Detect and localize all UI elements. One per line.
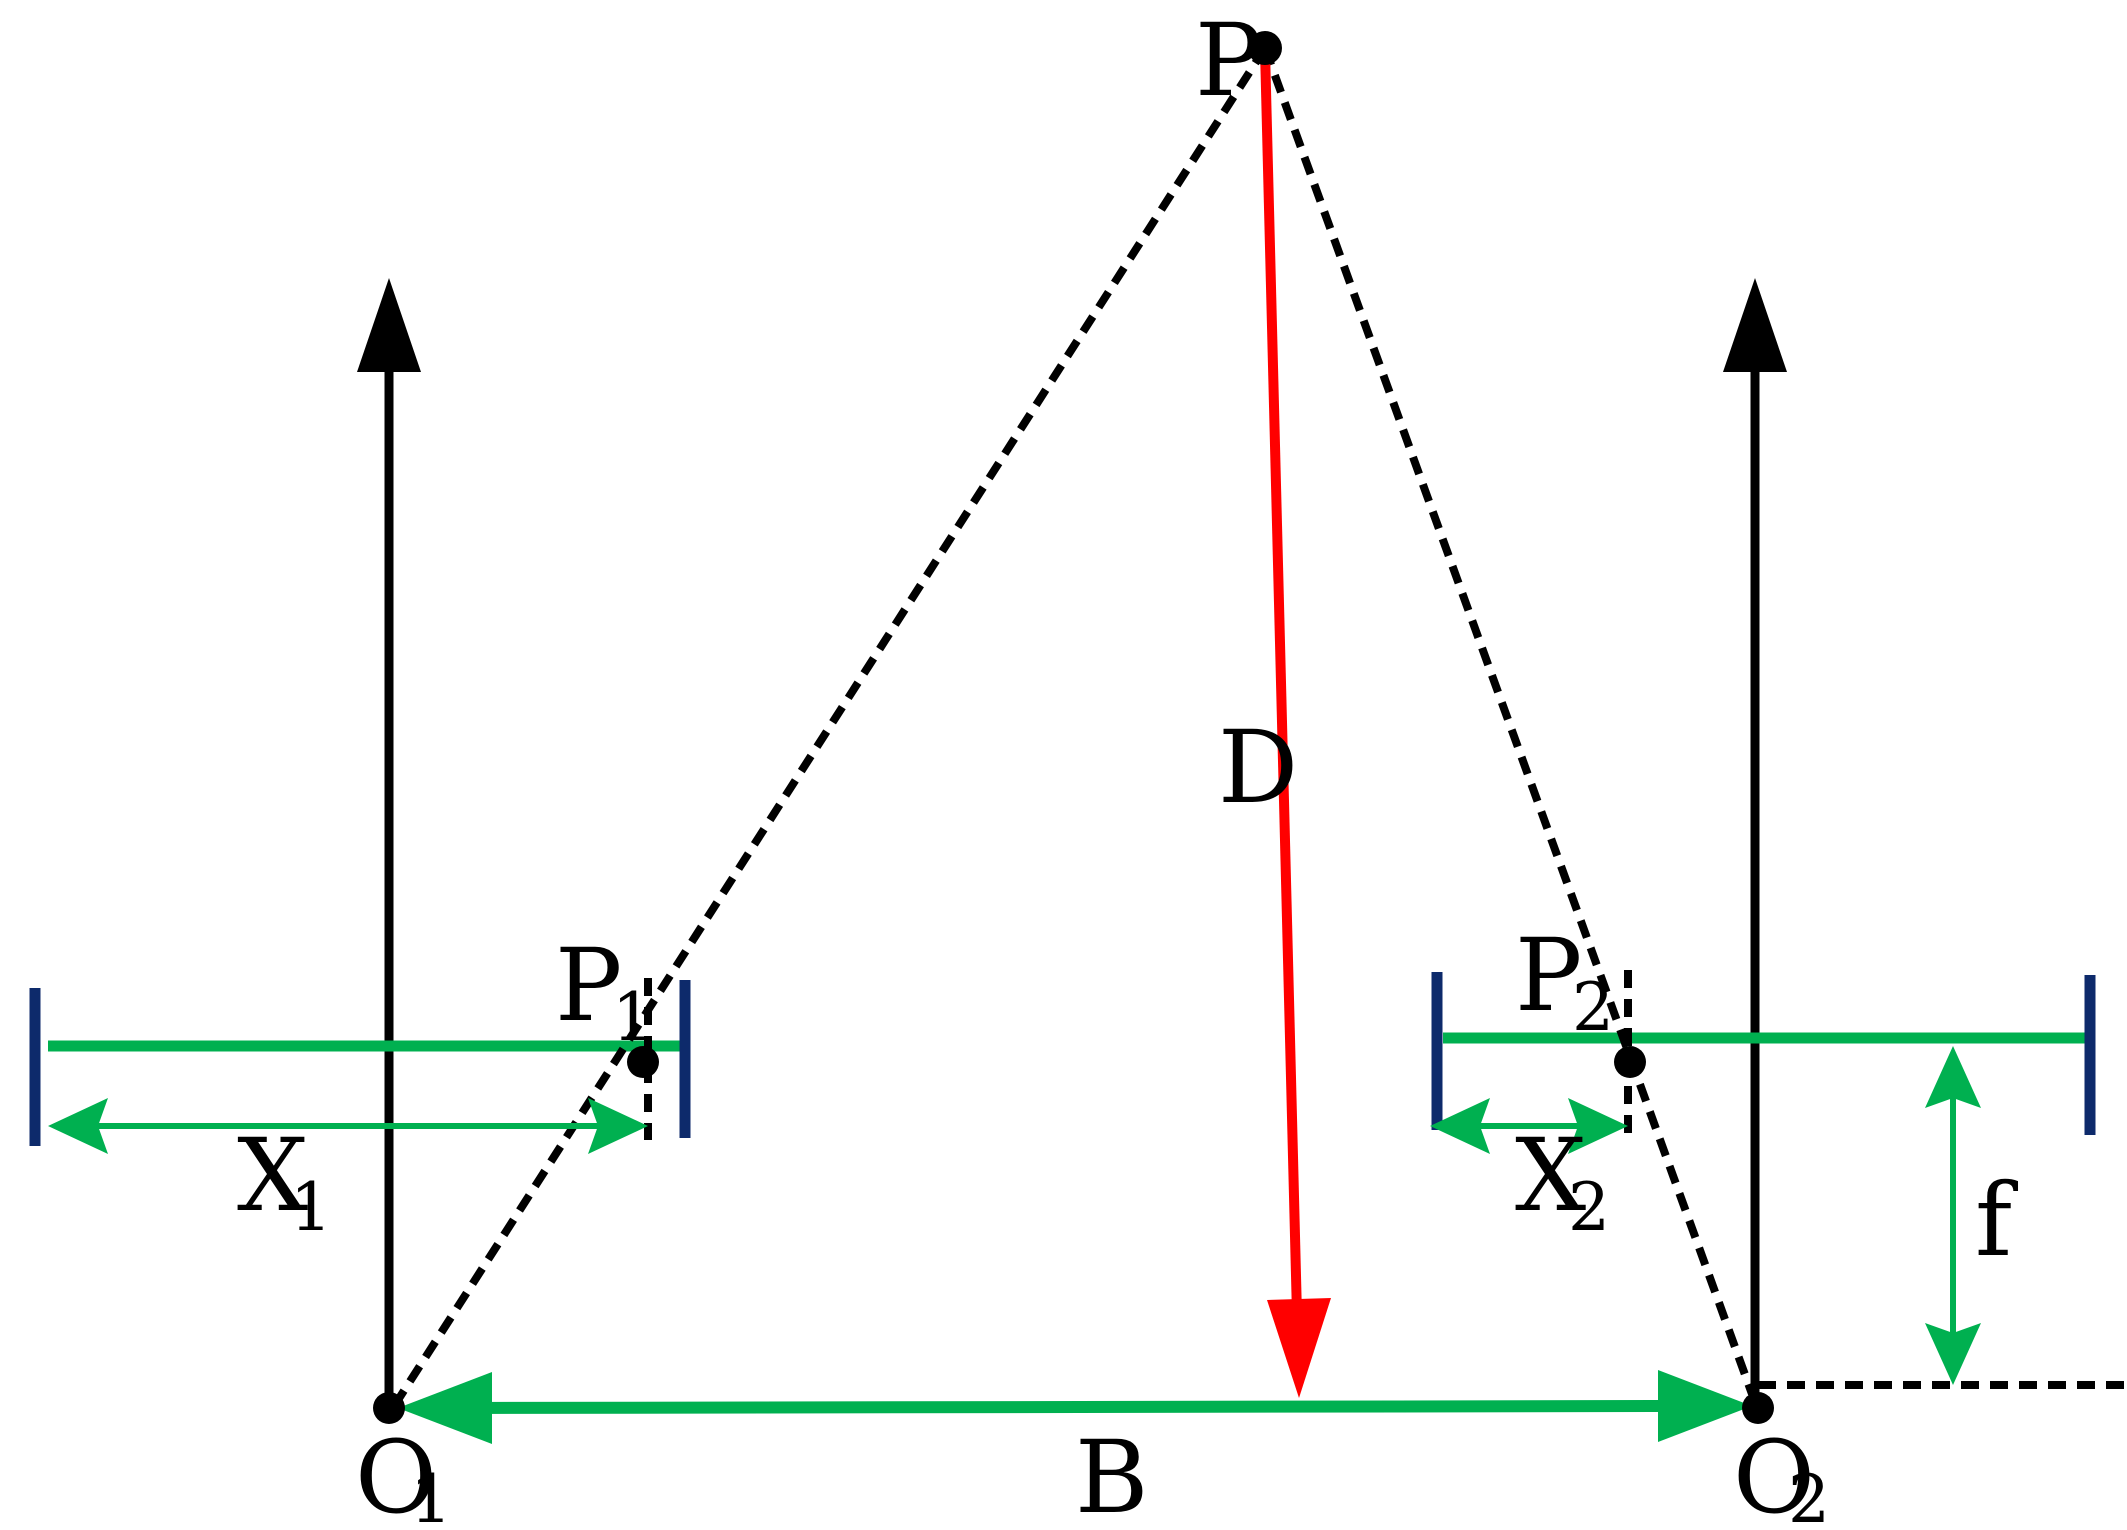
label-x1: X	[237, 1117, 308, 1234]
baseline-arrow	[398, 1370, 1752, 1444]
label-o2-subscript: 2	[1788, 1461, 1830, 1530]
points	[373, 31, 1774, 1424]
depth-arrow	[1260, 49, 1331, 1398]
ray-p-to-o1	[394, 45, 1269, 1403]
label-x2-subscript: 2	[1568, 1169, 1610, 1246]
label-x2: X	[1515, 1117, 1586, 1234]
label-o2: O	[1733, 1419, 1815, 1530]
baseline-arrowhead-left	[398, 1372, 492, 1444]
label-d: D	[1218, 709, 1298, 826]
label-f: f	[1975, 1162, 2019, 1279]
depth-arrowhead	[1267, 1298, 1331, 1398]
label-p2: P	[1515, 917, 1582, 1034]
label-x1-subscript: 1	[290, 1169, 332, 1246]
x2-arrowhead-right	[1568, 1098, 1628, 1154]
point-p2-marker	[1614, 1046, 1646, 1078]
left-axis-arrowhead	[357, 278, 421, 372]
labels: P P 1 P 2 D X 1 X 2 f B O 1 O 2	[237, 2, 2019, 1530]
origin-o1-marker	[373, 1392, 405, 1424]
projection-rays	[394, 45, 2127, 1403]
depth-arrow-shaft	[1260, 49, 1302, 1316]
x1-arrowhead-right	[588, 1098, 648, 1154]
label-p1: P	[555, 927, 622, 1044]
point-p1-marker	[627, 1046, 659, 1078]
label-p1-subscript: 1	[612, 979, 654, 1056]
label-p2-subscript: 2	[1572, 969, 1614, 1046]
label-o1-subscript: 1	[410, 1461, 452, 1530]
focal-length-arrow	[1925, 1046, 1981, 1385]
x2-arrowhead-left	[1430, 1098, 1490, 1154]
optical-axes	[357, 278, 1787, 1404]
right-axis-arrowhead	[1723, 278, 1787, 372]
f-arrowhead-top	[1925, 1046, 1981, 1108]
ray-p-to-o2	[1261, 46, 1756, 1396]
f-arrowhead-bottom	[1925, 1323, 1981, 1385]
label-p: P	[1195, 2, 1262, 119]
image-planes	[29, 972, 2096, 1146]
x2-arrow	[1430, 1098, 1628, 1154]
origin-o2-marker	[1742, 1392, 1774, 1424]
point-p-marker	[1248, 31, 1282, 65]
label-o1: O	[355, 1419, 437, 1530]
baseline-arrowhead-right	[1658, 1370, 1752, 1442]
label-b: B	[1075, 1419, 1149, 1530]
baseline-shaft	[469, 1400, 1669, 1414]
x1-arrow	[48, 1098, 648, 1154]
x1-arrowhead-left	[48, 1098, 108, 1154]
